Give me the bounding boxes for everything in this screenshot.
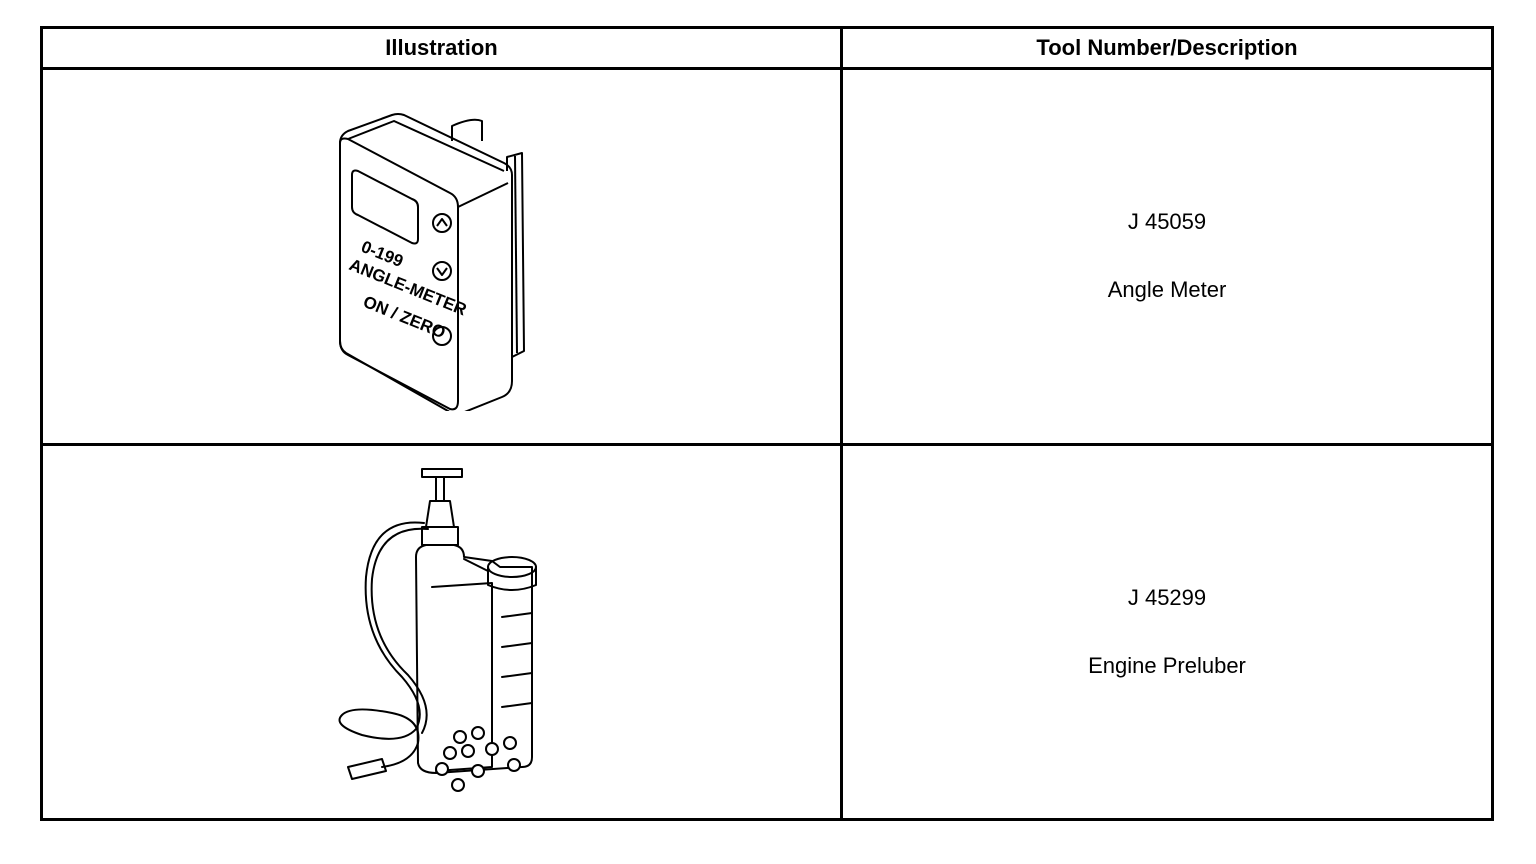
pump-handle bbox=[420, 467, 463, 478]
tool-name: Angle Meter bbox=[1107, 277, 1227, 303]
fill-cap-rim bbox=[486, 565, 537, 591]
header-tool-description: Tool Number/Description bbox=[840, 26, 1494, 70]
container-front-panel bbox=[430, 581, 493, 772]
tool-number: J 45059 bbox=[1127, 209, 1207, 235]
down-button-icon bbox=[431, 261, 452, 282]
chevron-up-icon bbox=[435, 218, 448, 227]
clip-side bbox=[505, 152, 525, 359]
chevron-down-icon bbox=[435, 267, 448, 277]
on-zero-button-icon bbox=[431, 326, 452, 347]
table-row: 0-199 ANGLE-METER ON / ZERO J 45059 Angl… bbox=[40, 67, 1494, 446]
preluber-hose-outer bbox=[370, 527, 429, 734]
clip-edge bbox=[513, 156, 518, 354]
preluber-hose bbox=[338, 521, 425, 768]
illustration-cell: 0-199 ANGLE-METER ON / ZERO bbox=[40, 67, 843, 446]
clip-top bbox=[450, 119, 483, 142]
pump-head bbox=[424, 499, 455, 528]
hose-nozzle bbox=[346, 757, 387, 780]
table-row: J 45299 Engine Preluber bbox=[40, 442, 1494, 821]
tool-number: J 45299 bbox=[1127, 584, 1207, 610]
illustration-cell bbox=[40, 442, 843, 821]
grip-ridges bbox=[500, 611, 533, 708]
container-handle bbox=[462, 557, 489, 572]
preluber-container bbox=[414, 543, 533, 774]
special-tools-table: Illustration Tool Number/Description bbox=[40, 26, 1494, 821]
tool-description-cell: J 45299 Engine Preluber bbox=[840, 442, 1494, 821]
tool-name: Engine Preluber bbox=[1088, 652, 1246, 678]
header-illustration: Illustration bbox=[40, 26, 843, 70]
adapter-fittings bbox=[434, 725, 521, 792]
angle-meter-illustration: 0-199 ANGLE-METER ON / ZERO bbox=[338, 113, 525, 412]
meter-top-edge bbox=[347, 120, 504, 173]
meter-front-face bbox=[338, 137, 459, 411]
tool-description-cell: J 45059 Angle Meter bbox=[840, 67, 1494, 446]
meter-side-edge bbox=[457, 182, 508, 209]
engine-preluber-illustration bbox=[338, 467, 537, 792]
up-button-icon bbox=[431, 213, 452, 234]
display-screen bbox=[350, 169, 419, 245]
pump-shaft bbox=[434, 475, 445, 502]
table-header-row: Illustration Tool Number/Description bbox=[40, 26, 1494, 70]
